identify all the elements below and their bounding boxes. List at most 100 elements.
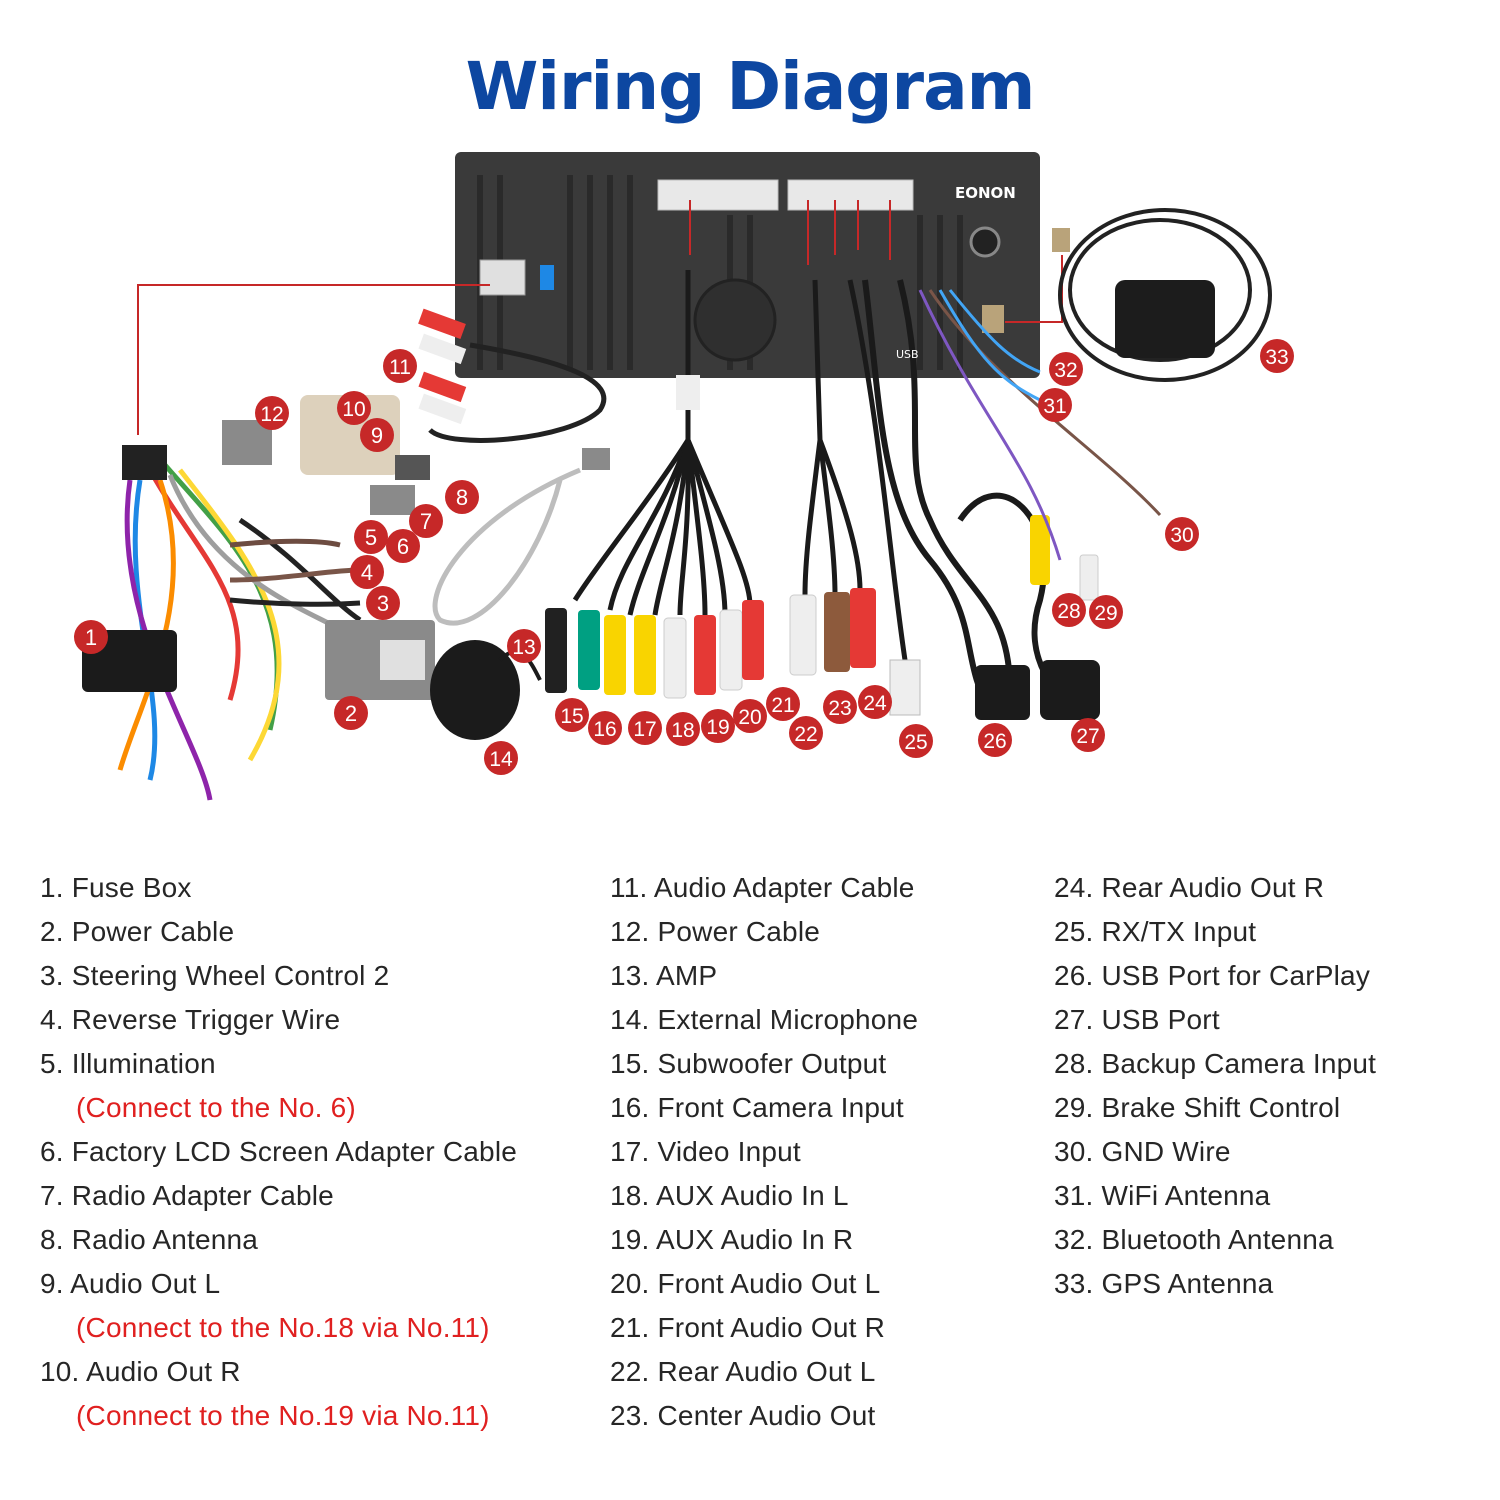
badge-label: 5 [365,525,377,550]
legend-item-14: 14. External Microphone [610,1004,919,1035]
badge-13: 13 [507,629,541,663]
badge-label: 12 [260,403,283,426]
legend-note-5: (Connect to the No. 6) [76,1092,356,1123]
harness-plug [122,445,167,480]
badge-29: 29 [1089,595,1123,629]
badge-15: 15 [555,698,589,732]
badge-label: 14 [489,748,513,771]
badge-27: 27 [1071,718,1105,752]
badge-25: 25 [899,724,933,758]
badge-8: 8 [445,480,479,514]
badge-5: 5 [354,520,388,554]
microphone [430,640,520,740]
badge-label: 21 [771,694,794,717]
legend-item-32: 32. Bluetooth Antenna [1054,1224,1334,1255]
badge-label: 25 [904,731,927,754]
legend-item-25: 25. RX/TX Input [1054,916,1257,947]
legend: 1. Fuse Box 2. Power Cable 3. Steering W… [0,866,1500,1456]
badge-22: 22 [789,716,823,750]
legend-item-10: 10. Audio Out R [40,1356,241,1387]
badge-label: 18 [671,719,694,742]
gps-antenna [1052,208,1272,382]
legend-item-17: 17. Video Input [610,1136,801,1167]
legend-item-22: 22. Rear Audio Out L [610,1356,876,1387]
badge-label: 1 [85,625,97,650]
badge-label: 17 [633,718,656,741]
badge-label: 31 [1043,395,1066,418]
badge-23: 23 [823,690,857,724]
page-title: Wiring Diagram [465,48,1036,125]
badge-2: 2 [334,696,368,730]
badge-6: 6 [386,529,420,563]
badge-label: 11 [389,356,411,379]
legend-column-3: 24. Rear Audio Out R 25. RX/TX Input 26.… [1054,866,1376,1306]
legend-item-29: 29. Brake Shift Control [1054,1092,1341,1123]
legend-column-1: 1. Fuse Box 2. Power Cable 3. Steering W… [40,866,517,1438]
badge-label: 16 [593,718,616,741]
badge-10: 10 [337,391,371,425]
badge-31: 31 [1038,388,1072,422]
badge-label: 2 [345,701,357,726]
badge-3: 3 [366,586,400,620]
legend-item-4: 4. Reverse Trigger Wire [40,1004,341,1035]
legend-item-3: 3. Steering Wheel Control 2 [40,960,390,991]
legend-item-30: 30. GND Wire [1054,1136,1231,1167]
badge-label: 3 [377,591,389,616]
badge-label: 33 [1265,346,1288,369]
legend-item-6: 6. Factory LCD Screen Adapter Cable [40,1136,518,1167]
rca-plugs [545,600,764,699]
badge-21: 21 [766,687,800,721]
badge-label: 28 [1057,600,1080,623]
wiring-diagram: EONON [74,152,1294,801]
badge-9: 9 [360,418,394,452]
badge-label: 19 [706,716,729,739]
badge-4: 4 [350,555,384,589]
badge-28: 28 [1052,593,1086,627]
badge-30: 30 [1165,517,1199,551]
legend-item-31: 31. WiFi Antenna [1054,1180,1271,1211]
badge-label: 10 [342,398,365,421]
badge-label: 29 [1094,602,1117,625]
legend-item-16: 16. Front Camera Input [610,1092,904,1123]
legend-item-20: 20. Front Audio Out L [610,1268,881,1299]
fuse-box [82,630,177,692]
legend-item-5: 5. Illumination [40,1048,216,1079]
badge-label: 22 [794,723,817,746]
legend-item-15: 15. Subwoofer Output [610,1048,887,1079]
badge-12: 12 [255,396,289,430]
legend-item-13: 13. AMP [610,960,718,991]
badge-label: 13 [512,636,535,659]
audio-out-box [300,395,400,475]
legend-item-33: 33. GPS Antenna [1054,1268,1274,1299]
badge-16: 16 [588,711,622,745]
legend-item-21: 21. Front Audio Out R [610,1312,886,1343]
badge-label: 23 [828,697,851,720]
legend-item-9: 9. Audio Out L [40,1268,221,1299]
legend-column-2: 11. Audio Adapter Cable 12. Power Cable … [610,866,918,1438]
badge-26: 26 [978,723,1012,757]
legend-item-18: 18. AUX Audio In L [610,1180,849,1211]
badge-11: 11 [383,349,417,383]
badge-1: 1 [74,620,108,654]
badge-label: 27 [1076,725,1099,748]
brand-logo: EONON [955,184,1016,202]
badge-label: 8 [456,485,468,510]
legend-item-11: 11. Audio Adapter Cable [610,872,915,903]
badge-14: 14 [484,741,518,775]
head-unit: EONON [455,152,1040,378]
badge-18: 18 [666,712,700,746]
legend-item-23: 23. Center Audio Out [610,1400,876,1431]
badge-7: 7 [409,504,443,538]
badge-label: 7 [420,509,432,534]
badge-label: 6 [397,534,409,559]
legend-note-9: (Connect to the No.18 via No.11) [76,1312,490,1343]
usb-label: USB [896,348,919,361]
badge-label: 24 [863,692,887,715]
badge-label: 4 [361,560,373,585]
legend-item-7: 7. Radio Adapter Cable [40,1180,334,1211]
legend-note-10: (Connect to the No.19 via No.11) [76,1400,490,1431]
legend-item-26: 26. USB Port for CarPlay [1054,960,1371,991]
badge-33: 33 [1260,339,1294,373]
badge-label: 32 [1054,359,1077,382]
